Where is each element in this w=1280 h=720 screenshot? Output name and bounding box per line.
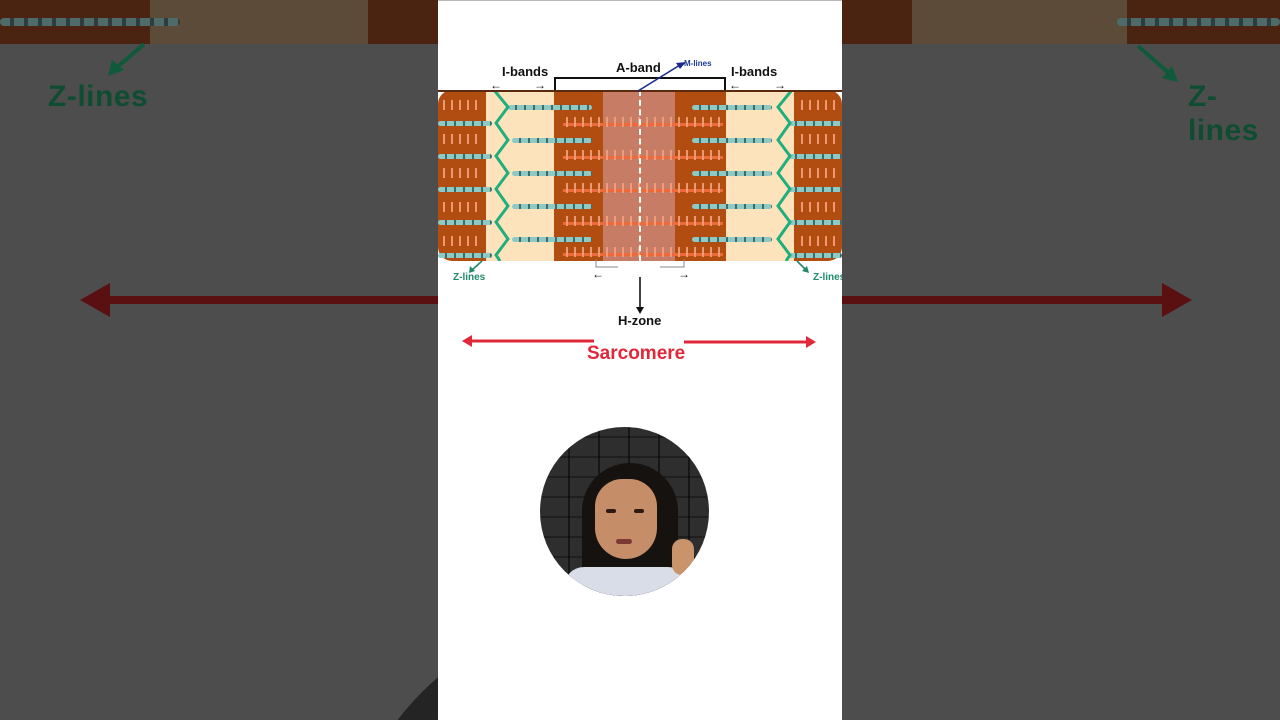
actin-filament bbox=[692, 138, 772, 143]
z-lines-right-pointer-icon bbox=[796, 260, 809, 273]
backdrop-sarcomere-line bbox=[100, 296, 438, 304]
actin-filament bbox=[692, 204, 772, 209]
backdrop-diagram-strip bbox=[842, 0, 1280, 44]
myosin-heads bbox=[563, 216, 723, 226]
left-blurred-backdrop: Z-lines bbox=[0, 0, 438, 720]
presenter-avatar bbox=[540, 427, 709, 596]
myosin-heads bbox=[798, 236, 840, 246]
arrow-right-icon: → bbox=[534, 78, 546, 92]
sarcomere-label: Sarcomere bbox=[587, 343, 686, 364]
myosin-heads bbox=[440, 100, 482, 110]
actin-filament bbox=[512, 237, 592, 242]
actin-filament bbox=[512, 204, 592, 209]
h-zone-label: H-zone bbox=[618, 313, 662, 328]
myosin-heads bbox=[440, 168, 482, 178]
myosin-heads bbox=[798, 100, 840, 110]
myosin-heads bbox=[440, 202, 482, 212]
backdrop-avatar-blur bbox=[340, 610, 438, 720]
backdrop-diagram-strip bbox=[0, 0, 438, 44]
myosin-heads bbox=[563, 247, 723, 257]
backdrop-z-lines-label: Z-lines bbox=[1188, 80, 1259, 147]
actin-filament bbox=[438, 220, 492, 225]
backdrop-arrow-icon bbox=[1136, 44, 1178, 82]
backdrop-arrow-right-icon bbox=[1162, 283, 1192, 317]
a-band-bracket bbox=[554, 77, 726, 91]
arrow-left-icon: ← bbox=[490, 78, 502, 92]
actin-filament bbox=[788, 121, 842, 126]
m-line bbox=[639, 90, 641, 261]
actin-filament bbox=[438, 253, 492, 258]
myosin-heads bbox=[563, 117, 723, 127]
myosin-heads bbox=[563, 183, 723, 193]
backdrop-z-lines-label: Z-lines bbox=[48, 80, 149, 113]
m-lines-label: M-lines bbox=[684, 59, 712, 68]
actin-filament bbox=[788, 154, 842, 159]
m-lines-pointer-icon bbox=[637, 62, 686, 92]
i-bands-left-label: I-bands bbox=[502, 64, 549, 79]
myosin-heads bbox=[563, 150, 723, 160]
myosin-heads bbox=[798, 134, 840, 144]
z-line-right bbox=[776, 90, 794, 261]
actin-filament bbox=[692, 237, 772, 242]
sarcomere-diagram-panel: I-bands ← → A-band M-lines I-bands ← → bbox=[438, 0, 842, 720]
actin-filament bbox=[512, 171, 592, 176]
z-line-left bbox=[492, 90, 510, 261]
sarcomere-span-arrow-icon bbox=[462, 335, 816, 348]
actin-filament bbox=[788, 220, 842, 225]
actin-filament bbox=[512, 138, 592, 143]
actin-filament bbox=[788, 187, 842, 192]
h-zone-bracket bbox=[595, 259, 685, 314]
actin-filament bbox=[692, 171, 772, 176]
sarcomere-outline-top bbox=[438, 90, 842, 92]
z-lines-left-label: Z-lines bbox=[453, 272, 486, 283]
actin-filament bbox=[438, 154, 492, 159]
arrow-left-icon: ← bbox=[592, 267, 604, 281]
actin-filament bbox=[438, 187, 492, 192]
arrow-right-icon: → bbox=[774, 78, 786, 92]
actin-filament bbox=[788, 253, 842, 258]
arrow-left-icon: ← bbox=[729, 78, 741, 92]
myosin-heads bbox=[798, 202, 840, 212]
actin-filament bbox=[438, 121, 492, 126]
i-bands-right-label: I-bands bbox=[731, 64, 778, 79]
arrow-right-icon: → bbox=[678, 267, 690, 281]
actin-filament bbox=[508, 105, 592, 110]
right-blurred-backdrop: Z-lines bbox=[842, 0, 1280, 720]
myosin-heads bbox=[440, 134, 482, 144]
z-lines-right-label: Z-lines bbox=[813, 272, 842, 283]
myosin-heads bbox=[798, 168, 840, 178]
myosin-heads bbox=[440, 236, 482, 246]
backdrop-arrow-left-icon bbox=[80, 283, 110, 317]
backdrop-arrow-icon bbox=[108, 42, 146, 76]
actin-filament bbox=[692, 105, 772, 110]
backdrop-sarcomere-line bbox=[842, 296, 1172, 304]
a-band-label: A-band bbox=[616, 60, 661, 75]
sarcomere-illustration bbox=[438, 90, 842, 261]
z-lines-left-pointer-icon bbox=[469, 260, 483, 273]
